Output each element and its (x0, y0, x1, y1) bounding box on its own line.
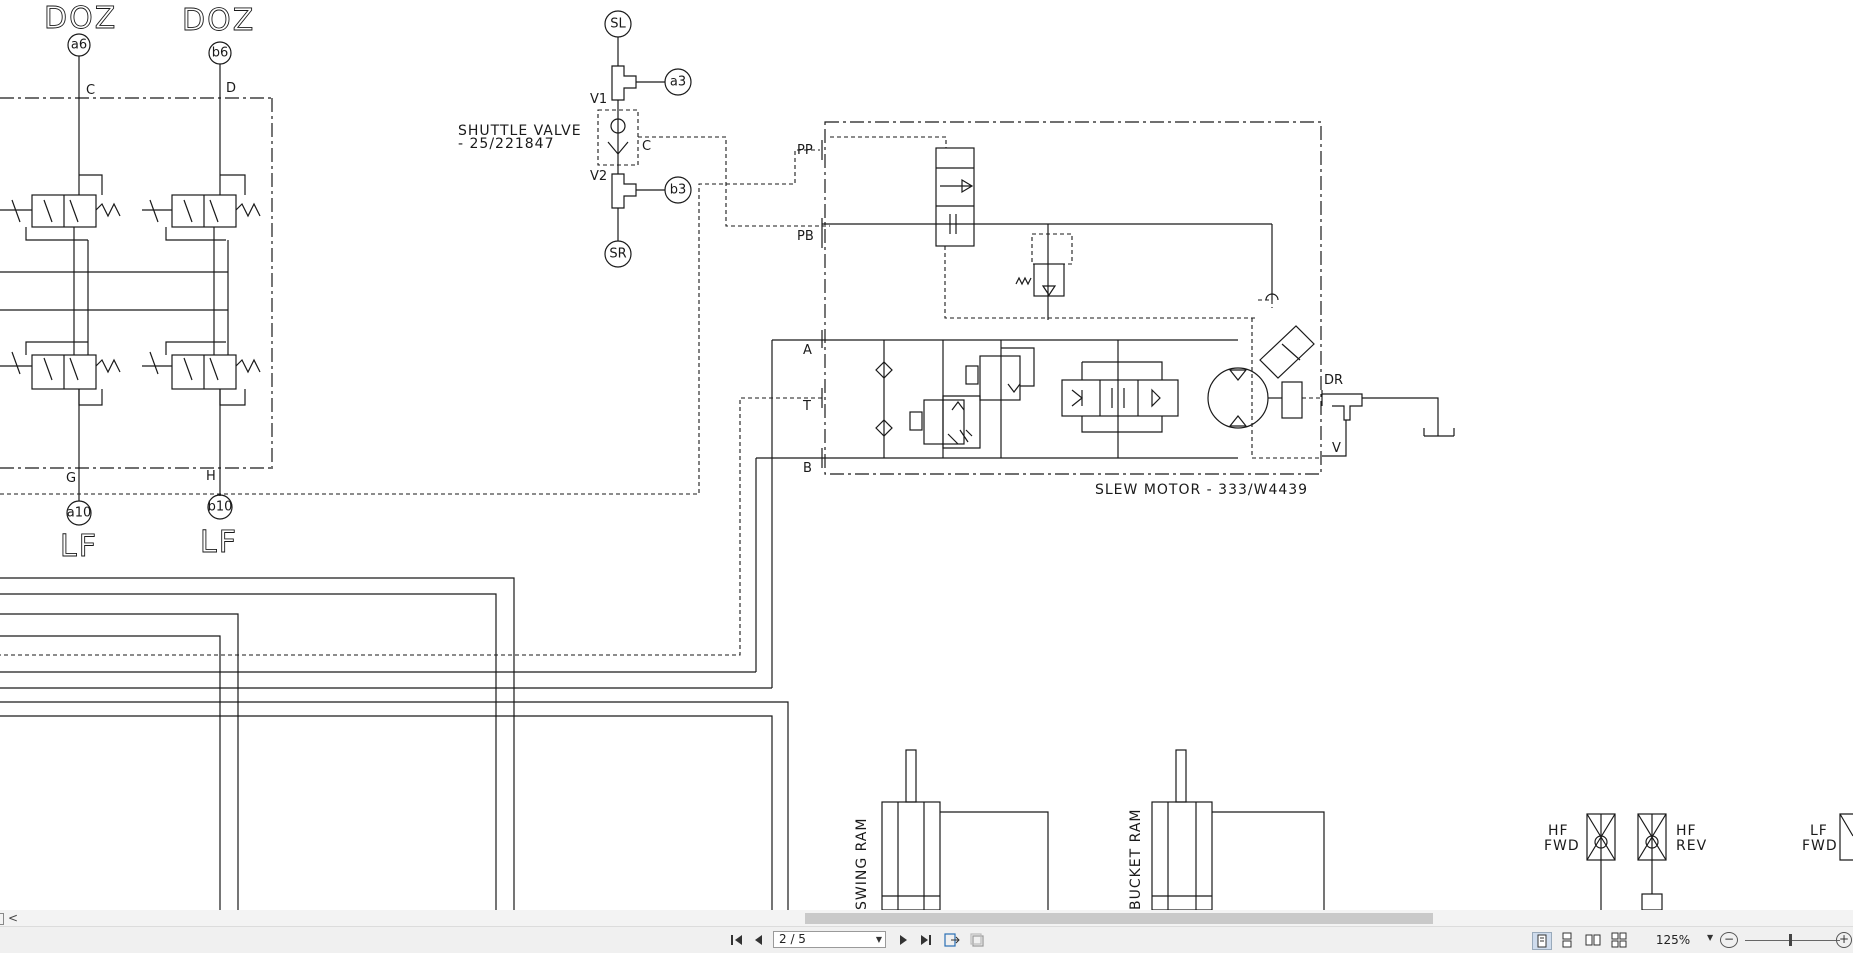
port-dr-label: DR (1324, 373, 1343, 388)
port-a-label: A (803, 343, 812, 358)
port-circle-b10 (207, 494, 233, 520)
port-pp-label: PP (797, 143, 813, 158)
port-pb-label: PB (797, 229, 814, 244)
swing-ram: SWING RAM (854, 749, 1049, 910)
chevron-down-icon: ▼ (875, 935, 882, 944)
horizontal-scrollbar[interactable]: < (0, 910, 1853, 926)
slew-motor-block: PP PB A T B (0, 121, 1455, 688)
zoom-in-button[interactable]: + (1836, 932, 1852, 948)
scroll-left-edge (0, 913, 4, 925)
scroll-left-button[interactable]: < (7, 911, 19, 925)
hf-fwd-label-2: FWD (1544, 838, 1580, 854)
hf-rev-label-1: HF (1676, 823, 1697, 839)
lf-fwd-label-2: FWD (1802, 838, 1838, 854)
zoom-level[interactable]: 125% (1655, 933, 1691, 947)
port-d-label: D (226, 81, 236, 96)
first-page-icon[interactable] (728, 932, 746, 948)
port-c2-label: C (642, 139, 651, 154)
port-circle-a10 (66, 500, 92, 526)
swing-ram-label: SWING RAM (854, 818, 870, 910)
port-b6-label: b6 (212, 46, 229, 61)
hf-rev-valve: HF REV (1637, 813, 1707, 910)
scroll-thumb[interactable] (805, 913, 1433, 924)
next-page-icon[interactable] (894, 932, 912, 948)
port-a3-label: a3 (670, 75, 686, 90)
port-b3-label: b3 (670, 183, 687, 198)
zoom-slider-track[interactable] (1745, 940, 1840, 941)
port-v1-label: V1 (590, 92, 607, 107)
continuous-facing-view-icon[interactable] (1610, 932, 1628, 948)
doz-label-1: DOZ (44, 1, 117, 36)
port-c-label: C (86, 83, 95, 98)
port-v2-label: V2 (590, 169, 607, 184)
bottom-toolbar: 2 / 5 ▼ 125% ▼ − + (0, 926, 1853, 953)
bucket-ram: BUCKET RAM (1128, 749, 1325, 910)
shuttle-valve-title: SHUTTLE VALVE (458, 123, 582, 139)
document-viewport[interactable]: DOZ DOZ a6 b6 C D (0, 0, 1853, 910)
bucket-ram-label: BUCKET RAM (1128, 809, 1144, 910)
page-number-select[interactable]: 2 / 5 ▼ (773, 931, 886, 948)
hydraulic-schematic: DOZ DOZ a6 b6 C D (0, 1, 1853, 910)
shuttle-valve-part: - 25/221847 (458, 136, 554, 152)
port-t-label: T (802, 399, 811, 414)
hf-fwd-label-1: HF (1548, 823, 1569, 839)
previous-page-icon[interactable] (750, 932, 768, 948)
port-h-label: H (206, 469, 216, 484)
port-sl-label: SL (610, 17, 626, 32)
last-page-icon[interactable] (917, 932, 935, 948)
lf-label-1: LF (60, 529, 98, 564)
zoom-slider-thumb[interactable] (1789, 934, 1792, 946)
zoom-dropdown-icon[interactable]: ▼ (1707, 933, 1714, 942)
port-v-label: V (1332, 441, 1341, 456)
hf-rev-label-2: REV (1676, 838, 1707, 854)
slew-motor-label: SLEW MOTOR - 333/W4439 (1095, 482, 1308, 498)
port-g-label: G (66, 471, 76, 486)
next-view-icon[interactable] (969, 932, 987, 948)
shuttle-valve: SL a3 V1 C b3 V2 SR SHUTTLE VALVE - 25/2… (458, 10, 830, 268)
lf-fwd-label-1: LF (1810, 823, 1828, 839)
single-page-view-icon[interactable] (1532, 932, 1552, 950)
facing-view-icon[interactable] (1584, 932, 1602, 948)
port-a10-label: a10 (67, 506, 92, 521)
hf-fwd-valve: HF FWD (1544, 813, 1616, 910)
doz-label-2: DOZ (182, 3, 255, 38)
port-a6-label: a6 (71, 38, 87, 53)
port-sr-label: SR (609, 247, 626, 262)
port-b-label: B (803, 461, 812, 476)
zoom-out-button[interactable]: − (1720, 932, 1738, 948)
previous-view-icon[interactable] (943, 932, 961, 948)
page-number-value: 2 / 5 (779, 932, 806, 946)
port-b10-label: b10 (208, 500, 233, 515)
continuous-view-icon[interactable] (1558, 932, 1576, 948)
left-valve-bank: DOZ DOZ a6 b6 C D (0, 1, 273, 564)
lf-label-2: LF (200, 525, 238, 560)
hose-runs (0, 577, 789, 910)
lf-fwd-valve: LF FWD (1802, 813, 1853, 861)
